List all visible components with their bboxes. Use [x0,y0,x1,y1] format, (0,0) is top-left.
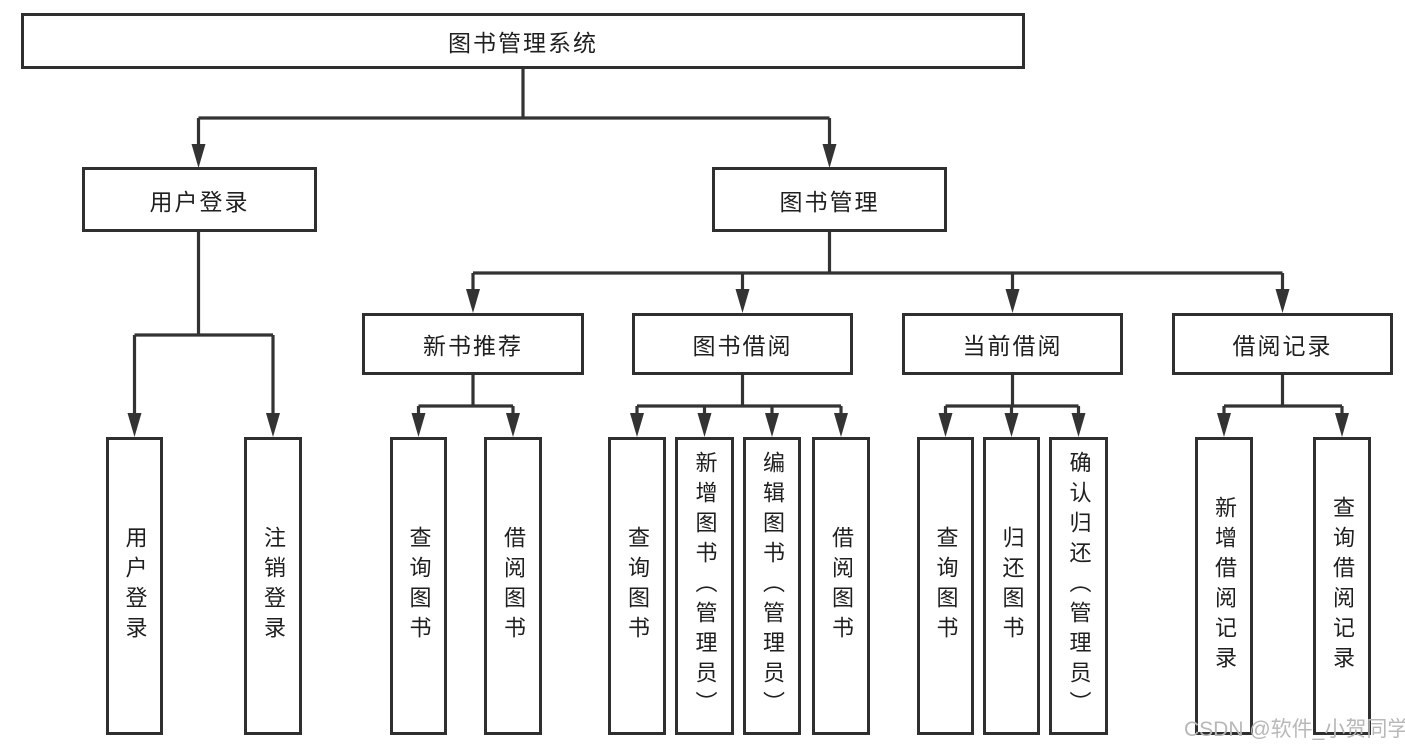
leaf-borrow-books-1: 借阅图书 [484,437,542,735]
connector-current-borrow-children [938,375,1086,437]
leaf-query-books-2: 查询图书 [608,437,666,735]
connector-book-borrow-children [630,375,848,437]
csdn-watermark: CSDN @软件_小贺同学 [1184,718,1405,741]
leaf-edit-books-admin: 编辑图书（管理员） [743,437,801,735]
leaf-add-books-admin: 新增图书（管理员） [675,437,734,735]
node-current-borrowing: 当前借阅 [902,313,1123,375]
leaf-user-login: 用户登录 [106,437,163,735]
node-book-management: 图书管理 [712,167,947,232]
connector-book-mgmt-children [466,232,1290,313]
leaf-query-books-3: 查询图书 [917,437,974,735]
connector-root-to-level2 [191,69,837,168]
leaf-logout: 注销登录 [244,437,302,735]
node-book-borrowing: 图书借阅 [632,313,853,375]
node-borrowing-records: 借阅记录 [1172,313,1393,375]
connector-new-book-children [411,375,520,437]
connector-borrow-records-children [1217,375,1349,437]
leaf-return-books: 归还图书 [983,437,1040,735]
leaf-query-books-1: 查询图书 [390,437,447,735]
connector-user-login-children [127,232,280,437]
node-root: 图书管理系统 [21,13,1025,69]
leaf-borrow-books-2: 借阅图书 [812,437,870,735]
node-new-book-recommendation: 新书推荐 [362,313,584,375]
node-user-login: 用户登录 [82,167,317,232]
leaf-add-borrow-record: 新增借阅记录 [1195,437,1253,735]
leaf-query-borrow-record: 查询借阅记录 [1313,437,1371,735]
leaf-confirm-return-admin: 确认归还（管理员） [1049,437,1108,735]
